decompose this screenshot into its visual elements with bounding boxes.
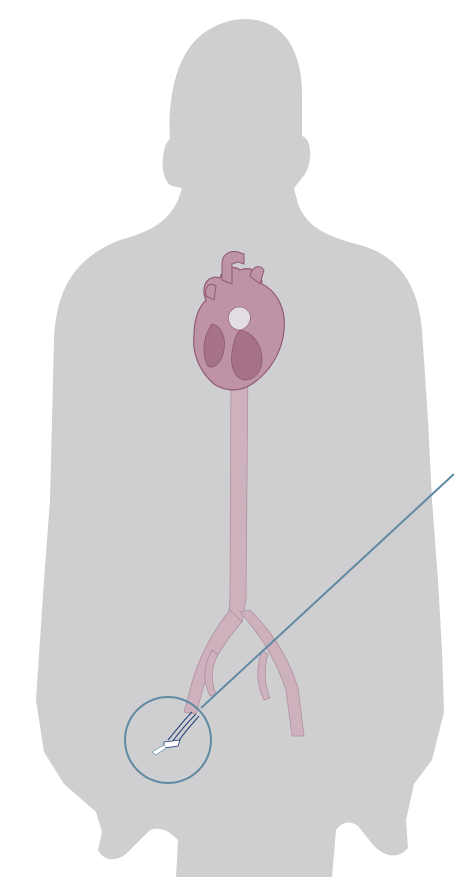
- descending-aorta: [228, 360, 248, 622]
